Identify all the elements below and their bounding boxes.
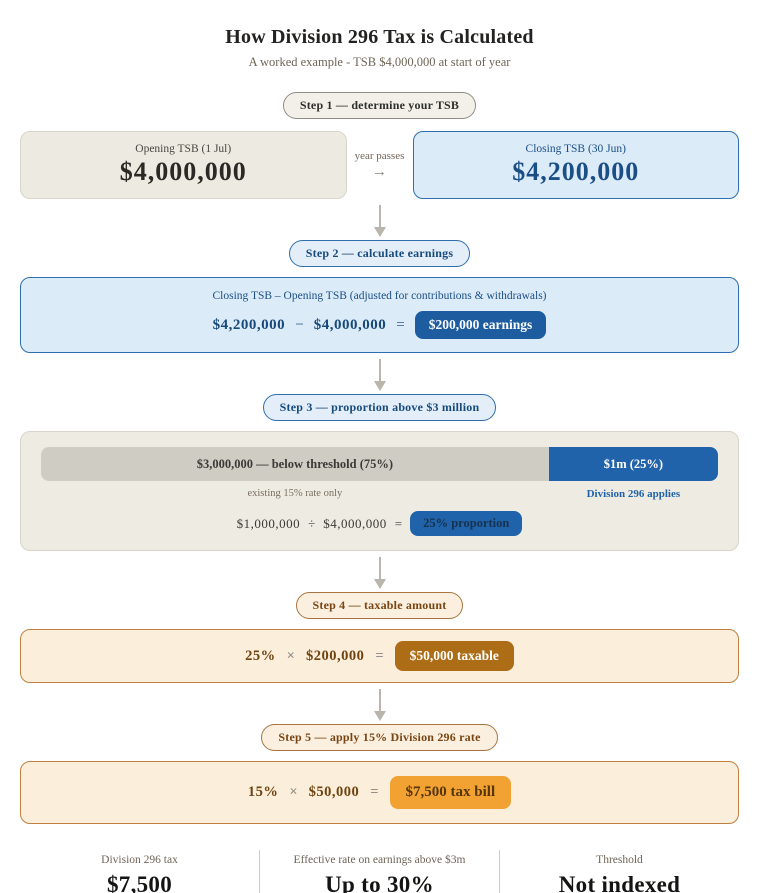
- earnings-panel: Closing TSB – Opening TSB (adjusted for …: [20, 277, 739, 353]
- threshold-bar: $3,000,000 — below threshold (75%) exist…: [41, 447, 718, 500]
- formula-operand: 25%: [245, 647, 276, 664]
- minus-operator: −: [295, 316, 304, 333]
- proportion-result-badge: 25% proportion: [410, 511, 523, 536]
- opening-tsb-label: Opening TSB (1 Jul): [135, 143, 232, 155]
- summary-label: Effective rate on earnings above $3m: [293, 854, 466, 866]
- summary-value: $7,500: [106, 872, 173, 893]
- formula-operand: $1,000,000: [236, 515, 301, 531]
- taxable-result-badge: $50,000 taxable: [394, 641, 514, 671]
- earnings-result-badge: $200,000 earnings: [414, 311, 547, 339]
- step4-badge: Step 4 — taxable amount: [295, 592, 464, 619]
- closing-tsb-card: Closing TSB (30 Jun) $4,200,000: [412, 131, 739, 199]
- tax-bill-panel: 15% × $50,000 = $7,500 tax bill: [20, 761, 739, 824]
- taxable-panel: 25% × $200,000 = $50,000 taxable: [20, 629, 739, 683]
- step3-pill-row: Step 3 — proportion above $3 million: [20, 394, 739, 421]
- below-threshold-segment: $3,000,000 — below threshold (75%): [41, 447, 549, 481]
- earnings-caption: Closing TSB – Opening TSB (adjusted for …: [212, 290, 547, 302]
- page-subtitle: A worked example - TSB $4,000,000 at sta…: [248, 55, 511, 69]
- divide-operator: ÷: [308, 515, 316, 531]
- equals-operator: =: [370, 784, 379, 800]
- summary-label: Division 296 tax: [101, 854, 178, 866]
- formula-operand: $50,000: [308, 784, 360, 800]
- tax-bill-result-badge: $7,500 tax bill: [389, 776, 512, 809]
- step2-badge: Step 2 — calculate earnings: [288, 240, 471, 267]
- summary-effective-rate: Effective rate on earnings above $3m Up …: [259, 850, 500, 893]
- above-threshold-segment: $1m (25%): [548, 447, 718, 481]
- step1-badge: Step 1 — determine your TSB: [282, 92, 477, 119]
- multiply-operator: ×: [286, 647, 295, 664]
- earnings-formula: $4,200,000 − $4,000,000 = $200,000 earni…: [35, 311, 724, 339]
- step2-pill-row: Step 2 — calculate earnings: [20, 240, 739, 267]
- bar-above-threshold: $1m (25%) Division 296 applies: [548, 447, 718, 500]
- summary-division-296-tax: Division 296 tax $7,500 additional levy: [20, 850, 259, 893]
- down-arrow-icon: [373, 359, 386, 391]
- page-title: How Division 296 Tax is Calculated: [225, 26, 534, 48]
- closing-tsb-label: Closing TSB (30 Jun): [525, 143, 626, 155]
- down-arrow-icon: [373, 557, 386, 589]
- formula-operand: 15%: [247, 784, 279, 800]
- year-passes-label: year passes: [354, 149, 405, 162]
- formula-operand: $4,000,000: [313, 316, 387, 333]
- summary-threshold: Threshold Not indexed fixed at $3m in no…: [500, 850, 739, 893]
- summary-footer: Division 296 tax $7,500 additional levy …: [20, 850, 739, 893]
- summary-label: Threshold: [596, 854, 643, 866]
- below-threshold-caption: existing 15% rate only: [247, 488, 343, 499]
- step1-pill-row: Step 1 — determine your TSB: [20, 70, 739, 119]
- taxable-formula: 25% × $200,000 = $50,000 taxable: [35, 641, 724, 671]
- formula-operand: $4,000,000: [323, 515, 387, 531]
- year-passes-transition: year passes →: [347, 131, 413, 199]
- bar-below-threshold: $3,000,000 — below threshold (75%) exist…: [41, 447, 549, 500]
- opening-tsb-value: $4,000,000: [119, 157, 247, 186]
- tsb-row: Opening TSB (1 Jul) $4,000,000 year pass…: [20, 131, 739, 199]
- down-arrow-icon: [373, 689, 386, 721]
- formula-operand: $4,200,000: [212, 316, 286, 333]
- step3-badge: Step 3 — proportion above $3 million: [262, 394, 497, 421]
- step5-pill-row: Step 5 — apply 15% Division 296 rate: [20, 724, 739, 751]
- summary-value: Up to 30%: [325, 872, 434, 893]
- summary-value: Not indexed: [558, 872, 681, 893]
- closing-tsb-value: $4,200,000: [512, 157, 640, 186]
- opening-tsb-card: Opening TSB (1 Jul) $4,000,000: [20, 131, 347, 199]
- equals-operator: =: [396, 316, 405, 333]
- down-arrow-icon: [373, 205, 386, 237]
- equals-operator: =: [375, 647, 384, 664]
- multiply-operator: ×: [289, 784, 298, 800]
- formula-operand: $200,000: [305, 647, 365, 664]
- step5-badge: Step 5 — apply 15% Division 296 rate: [261, 724, 498, 751]
- right-arrow-icon: →: [372, 163, 387, 180]
- above-threshold-caption: Division 296 applies: [586, 488, 681, 500]
- tax-bill-formula: 15% × $50,000 = $7,500 tax bill: [35, 776, 724, 809]
- equals-operator: =: [394, 515, 403, 531]
- proportion-formula: $1,000,000 ÷ $4,000,000 = 25% proportion: [41, 511, 718, 536]
- proportion-panel: $3,000,000 — below threshold (75%) exist…: [20, 431, 739, 551]
- step4-pill-row: Step 4 — taxable amount: [20, 592, 739, 619]
